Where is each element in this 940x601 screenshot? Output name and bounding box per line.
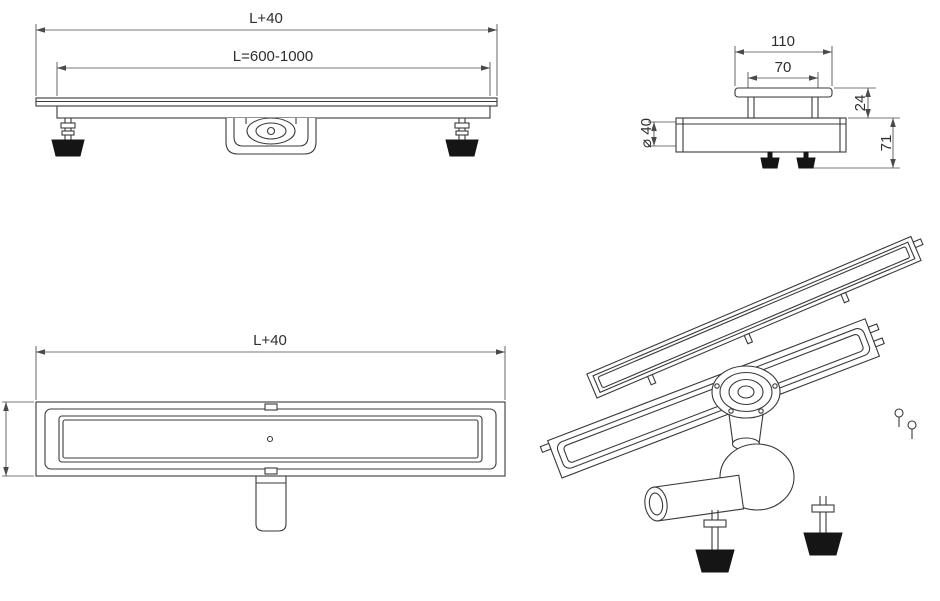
- end-foot-left: [760, 151, 780, 169]
- iso-fasteners: [894, 408, 917, 439]
- side-foot-right: [445, 118, 479, 157]
- dim-side-total-length-label: L+40: [249, 10, 283, 27]
- end-grate-cap: [734, 87, 833, 119]
- dim-end-grate-width-label: 70: [775, 59, 792, 76]
- iso-foot-right: [803, 496, 843, 556]
- dim-end-grate-height-label: 24: [852, 95, 869, 112]
- view-plan: L+40: [2, 332, 506, 532]
- plan-outlet-pipe: [255, 476, 287, 532]
- iso-grate-hook: [840, 291, 850, 304]
- dim-end-body-height-label: 71: [878, 135, 895, 152]
- dim-side-channel-length-label: L=600-1000: [233, 48, 314, 65]
- dim-side-total-length: L+40: [35, 10, 498, 96]
- dim-end-outlet-diameter: ⌀ 40: [638, 118, 676, 148]
- side-trap: [225, 117, 317, 155]
- dim-end-flange-width-label: 110: [771, 33, 795, 50]
- iso-grate-hook: [743, 332, 754, 345]
- side-grate-plate: [35, 97, 498, 107]
- view-side-elevation: L+40 L=600-1000: [35, 10, 498, 157]
- iso-outlet-pipe: [644, 474, 745, 522]
- dim-side-channel-length: L=600-1000: [56, 48, 491, 96]
- view-isometric: [539, 235, 924, 573]
- iso-foot-left: [695, 510, 735, 573]
- plan-channel: [35, 401, 506, 477]
- dim-plan-total-length-label: L+40: [253, 332, 287, 349]
- dim-end-grate-height: 24: [834, 87, 900, 119]
- dim-end-outlet-diameter-label: ⌀ 40: [638, 118, 655, 148]
- view-end-section: 110 70 24 71: [638, 33, 900, 169]
- end-foot-right: [796, 151, 816, 169]
- plan-center-mark: [266, 435, 274, 443]
- side-foot-left: [51, 118, 85, 157]
- iso-grate-hook: [646, 373, 657, 386]
- dim-plan-width-cropped: [2, 401, 34, 477]
- dim-end-flange-width: 110: [734, 33, 833, 86]
- plan-clip-top: [264, 403, 278, 411]
- plan-clip-bottom: [264, 467, 278, 475]
- dim-end-body-height: 71: [812, 118, 900, 169]
- iso-drain-trap: [711, 365, 781, 451]
- dim-plan-total-length: L+40: [35, 332, 506, 400]
- iso-grate-hook: [912, 238, 924, 249]
- side-channel-body: [56, 105, 491, 119]
- end-body: [675, 117, 847, 153]
- iso-grate: [586, 235, 924, 399]
